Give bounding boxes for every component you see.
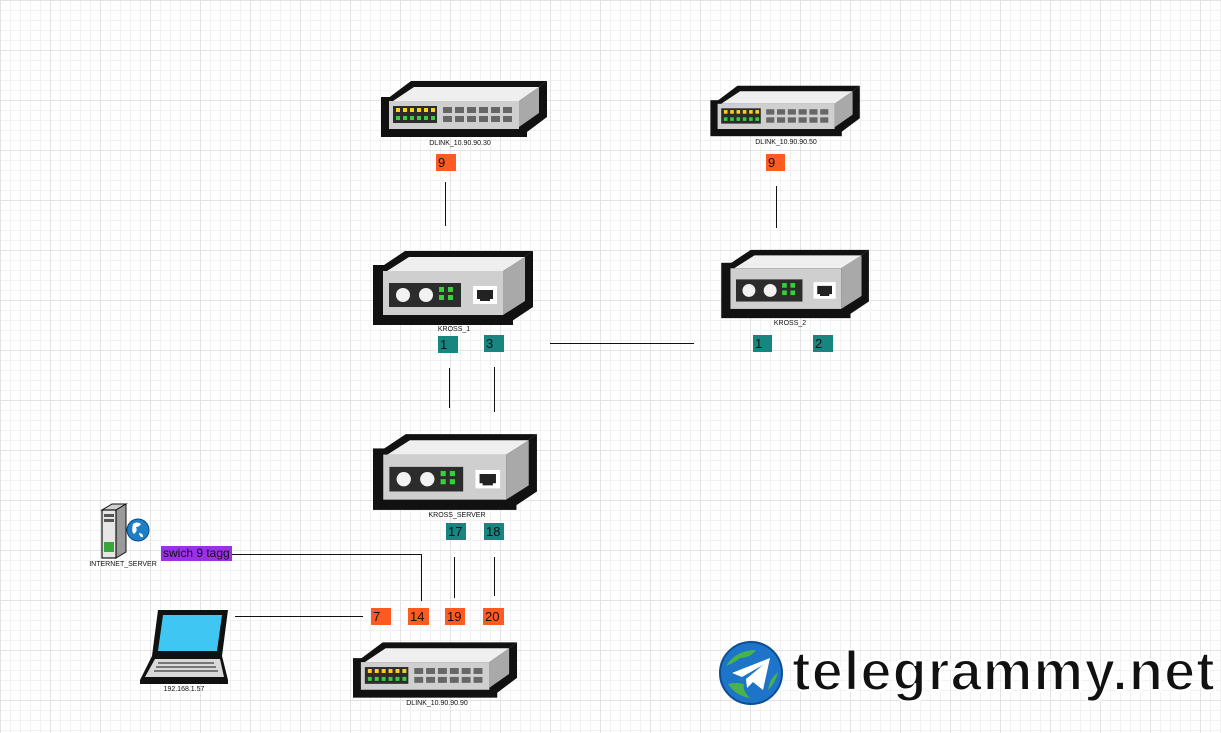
link-kross-server-p17 [454,557,455,598]
telegram-logo-icon [718,640,784,711]
media-converter-kross-server[interactable] [373,432,539,512]
switch-dlink-90[interactable] [353,640,519,700]
switch-icon [710,85,860,137]
laptop-icon [140,610,228,684]
port-label: 3 [484,335,504,352]
media-converter-icon [373,434,537,510]
port-label: 1 [438,336,458,353]
link-kross1-kross2 [550,343,694,344]
port-label: 7 [371,608,391,625]
link-server-horizontal [230,554,421,555]
device-label: INTERNET_SERVER [89,561,157,568]
switch-icon [381,81,547,137]
device-label: DLINK_10.90.90.90 [406,700,468,707]
link-kross-server-p18 [494,557,495,596]
watermark-text: telegrammy.net [791,638,1216,703]
device-label: DLINK_10.90.90.50 [755,139,817,146]
port-label: 18 [484,523,504,540]
port-label: 2 [813,335,833,352]
media-converter-kross-2[interactable] [720,248,872,320]
link-dlink30-kross1 [445,182,446,226]
port-label: 9 [766,154,785,171]
link-server-vertical [421,554,422,601]
link-kross1-p1-down [449,368,450,408]
port-label: 19 [445,608,465,625]
media-converter-icon [373,251,533,325]
media-converter-kross-1[interactable] [373,249,535,327]
laptop-device[interactable] [138,608,230,686]
device-label: DLINK_10.90.90.30 [429,140,491,147]
device-label: KROSS_1 [437,326,471,333]
server-globe-icon [100,503,150,559]
link-dlink50-kross2 [776,186,777,228]
port-label: 14 [408,608,429,625]
port-label: 1 [753,335,772,352]
switch-icon [353,642,518,698]
switch-dlink-30[interactable] [381,79,549,139]
internet-server[interactable] [98,502,152,560]
device-label: KROSS_2 [773,320,807,327]
port-label: 20 [483,608,504,625]
device-label: 192.168.1.57 [163,686,205,693]
vlan-tag-annotation: swich 9 tagg [161,546,232,561]
link-laptop-dlink90 [235,616,363,617]
switch-dlink-50[interactable] [708,84,864,138]
port-label: 17 [446,523,466,540]
media-converter-icon [721,249,869,319]
port-label: 9 [436,154,456,171]
link-kross1-p3-down [494,367,495,412]
device-label: KROSS_SERVER [428,512,486,519]
